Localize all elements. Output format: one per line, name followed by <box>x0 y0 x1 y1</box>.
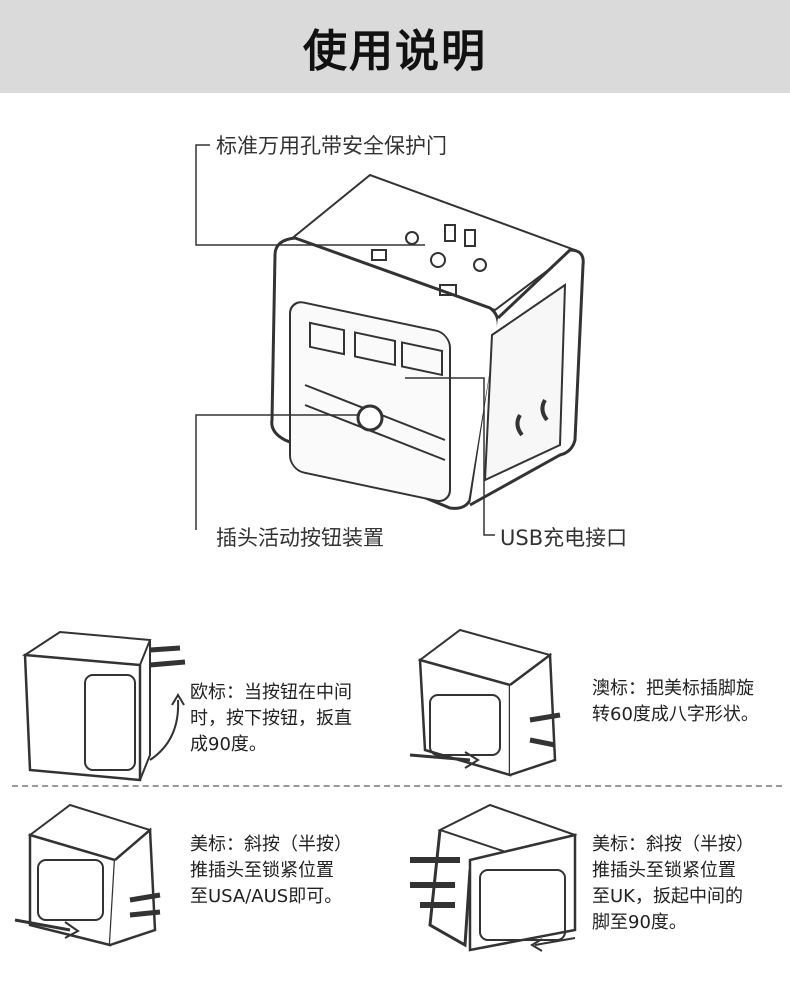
shutter-label: 标准万用孔带安全保护门 <box>216 134 447 158</box>
note-line: 美标：斜按（半按） <box>592 834 754 855</box>
main-adapter-illustration <box>195 144 585 536</box>
header-banner: 使用说明 <box>0 0 790 93</box>
note-line: 转60度成八字形状。 <box>592 704 759 725</box>
note-line: 美标：斜按（半按） <box>190 834 352 855</box>
note-line: 时，按下按钮，扳直 <box>190 708 352 729</box>
note-line: 至USA/AUS即可。 <box>190 886 343 907</box>
uk-plug-illustration <box>410 803 578 952</box>
note-line: 推插头至锁紧位置 <box>592 860 736 881</box>
note-line: 成90度。 <box>190 734 267 755</box>
note-line: 澳标：把美标插脚旋 <box>592 678 754 699</box>
note-line: 欧标：当按钮在中间 <box>190 682 352 703</box>
usb-port-label: USB充电接口 <box>500 526 628 550</box>
step-au-note: 澳标：把美标插脚旋 转60度成八字形状。 <box>592 676 759 728</box>
page-title: 使用说明 <box>303 25 487 77</box>
us-plug-illustration <box>14 803 161 947</box>
eu-plug-illustration <box>22 630 186 782</box>
step-us-note: 美标：斜按（半按） 推插头至锁紧位置 至USA/AUS即可。 <box>190 832 352 910</box>
note-line: 至UK，扳起中间的 <box>592 886 743 907</box>
note-line: 推插头至锁紧位置 <box>190 860 334 881</box>
note-line: 脚至90度。 <box>592 912 687 933</box>
step-eu-note: 欧标：当按钮在中间 时，按下按钮，扳直 成90度。 <box>190 680 352 758</box>
step-uk-note: 美标：斜按（半按） 推插头至锁紧位置 至UK，扳起中间的 脚至90度。 <box>592 832 754 936</box>
dashed-divider <box>12 785 782 787</box>
au-plug-illustration <box>409 628 561 777</box>
slider-button-label: 插头活动按钮装置 <box>216 526 384 550</box>
